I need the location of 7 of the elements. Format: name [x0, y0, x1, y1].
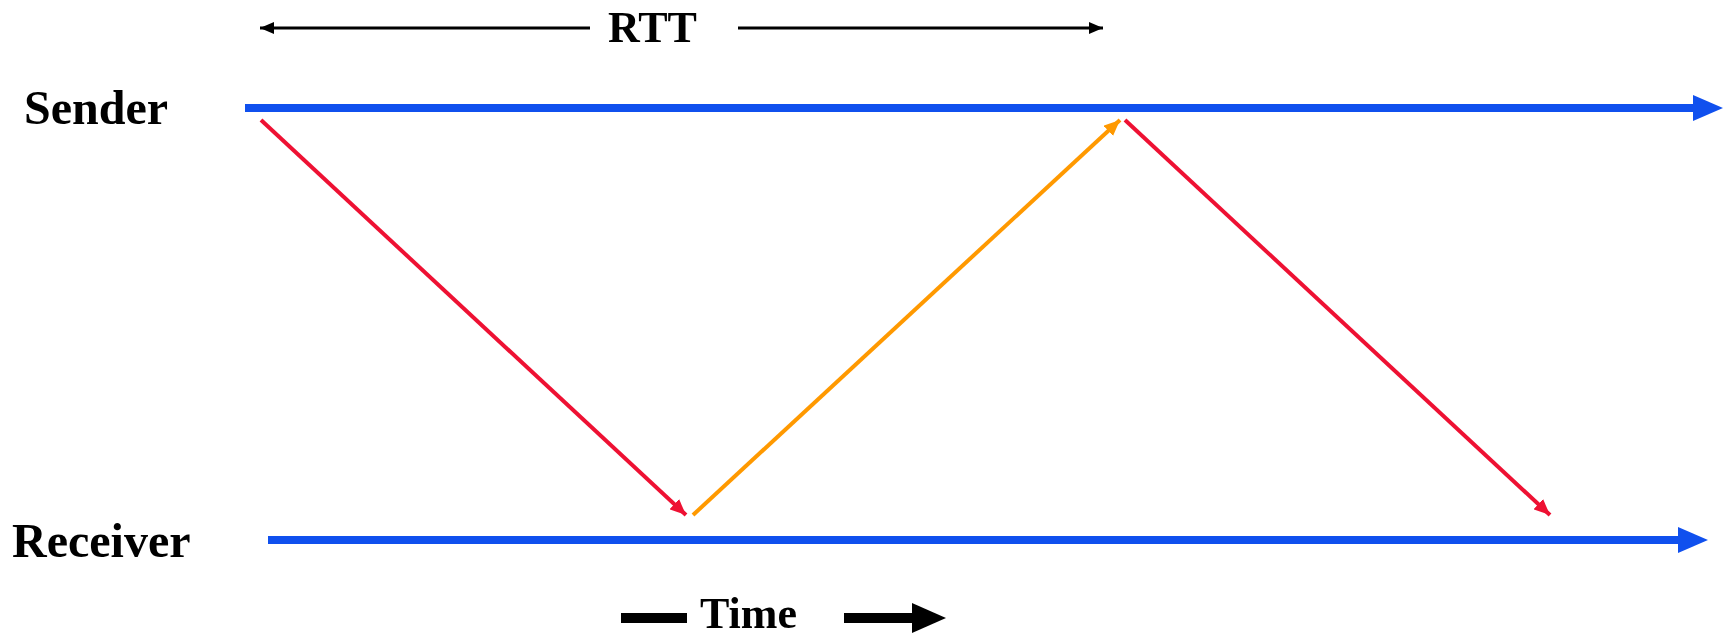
- axis-label: Time: [700, 592, 797, 636]
- dimension-label: RTT: [608, 6, 697, 50]
- lifeline-label: Receiver: [12, 517, 191, 565]
- message-arrow: [691, 118, 1122, 517]
- message-arrow: [259, 118, 688, 517]
- lifeline-label: Sender: [24, 84, 168, 132]
- message-arrow: [1123, 118, 1552, 517]
